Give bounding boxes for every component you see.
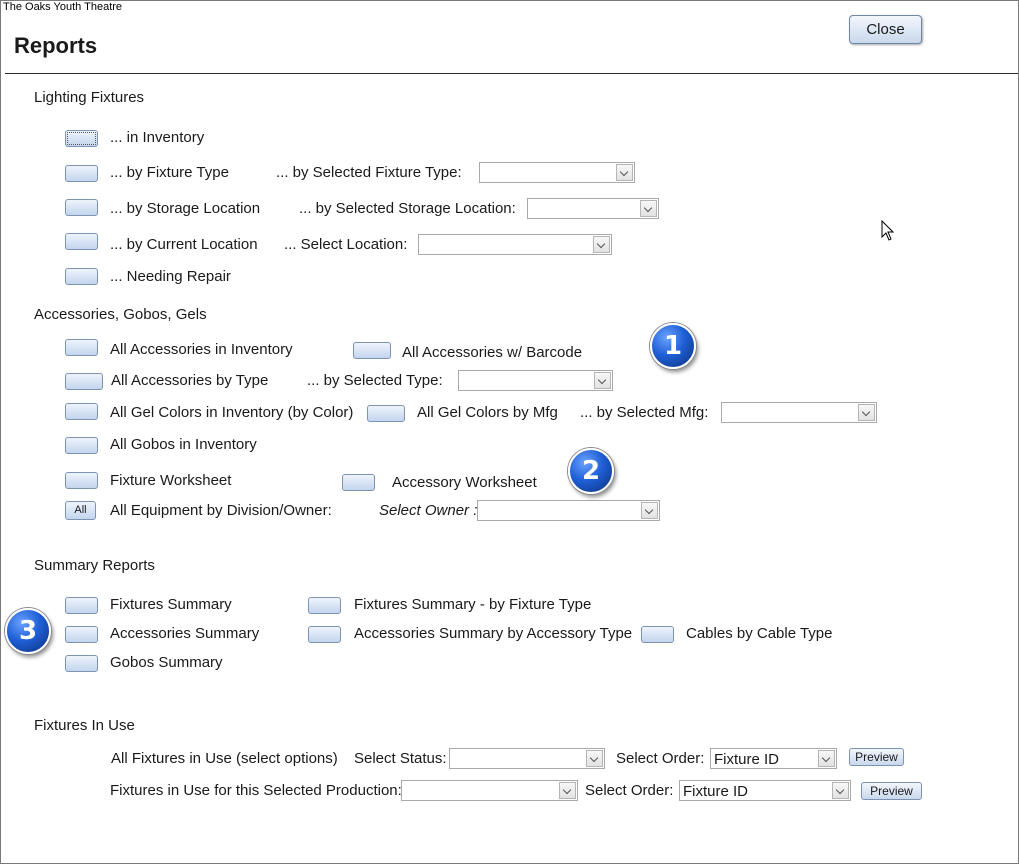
chevron-down-icon[interactable] [641,502,658,519]
gel-colors-by-mfg-label: All Gel Colors by Mfg [417,404,558,421]
by-fixture-type-button[interactable] [65,165,98,182]
gobos-summary-button[interactable] [65,655,98,672]
by-fixture-type-label: ... by Fixture Type [110,164,229,181]
close-button[interactable]: Close [849,15,922,44]
fixtures-summary-by-type-label: Fixtures Summary - by Fixture Type [354,596,592,613]
mouse-cursor-icon [881,220,895,241]
needing-repair-label: ... Needing Repair [110,268,231,285]
in-inventory-label: ... in Inventory [110,129,205,146]
selected-storage-location-label: ... by Selected Storage Location: [299,200,516,217]
chevron-down-icon[interactable] [818,750,835,767]
production-select[interactable] [401,780,578,801]
by-storage-location-label: ... by Storage Location [110,200,261,217]
page-title: Reports [14,33,98,58]
status-select[interactable] [449,748,605,769]
gel-colors-by-mfg-button[interactable] [367,405,405,422]
fixtures-summary-button[interactable] [65,597,98,614]
all-equipment-button[interactable]: All [65,501,96,520]
accessory-type-select[interactable] [458,370,613,391]
all-fixtures-in-use-label: All Fixtures in Use (select options) [111,750,338,767]
gobos-inventory-label: All Gobos in Inventory [110,436,257,453]
by-current-location-button[interactable] [65,233,98,250]
select-location-label: ... Select Location: [284,236,408,253]
all-accessories-barcode-label: All Accessories w/ Barcode [402,344,583,361]
select-status-label: Select Status: [354,750,447,767]
chevron-down-icon[interactable] [559,782,576,799]
order-select-1-value: Fixture ID [714,751,780,768]
chevron-down-icon[interactable] [832,782,849,799]
all-equipment-label: All Equipment by Division/Owner: [110,502,332,519]
chevron-down-icon[interactable] [858,404,875,421]
fixtures-summary-label: Fixtures Summary [110,596,232,613]
cables-by-type-label: Cables by Cable Type [686,625,833,642]
annotation-badge-3: 3 [5,608,51,654]
chevron-down-icon[interactable] [594,372,611,389]
select-order-label-2: Select Order: [585,782,674,799]
current-location-select[interactable] [418,234,612,255]
all-accessories-barcode-button[interactable] [353,342,391,359]
selected-type-label: ... by Selected Type: [307,372,443,389]
chevron-down-icon[interactable] [586,750,603,767]
lighting-fixtures-heading: Lighting Fixtures [34,89,145,106]
accessories-summary-button[interactable] [65,626,98,643]
gobos-inventory-button[interactable] [65,437,98,454]
fixture-worksheet-button[interactable] [65,472,98,489]
accessory-worksheet-button[interactable] [342,474,375,491]
accessories-summary-label: Accessories Summary [110,625,260,642]
preview-button-1[interactable]: Preview [849,748,904,766]
all-accessories-inventory-button[interactable] [65,339,98,356]
selected-fixture-type-label: ... by Selected Fixture Type: [276,164,462,181]
app-title: The Oaks Youth Theatre [3,1,123,13]
gel-colors-inventory-label: All Gel Colors in Inventory (by Color) [110,404,354,421]
accessories-summary-by-type-label: Accessories Summary by Accessory Type [354,625,633,642]
preview-button-2[interactable]: Preview [861,782,922,800]
select-order-label-1: Select Order: [616,750,705,767]
summary-reports-heading: Summary Reports [34,557,155,574]
select-owner-label: Select Owner : [379,502,478,519]
in-inventory-button[interactable] [65,130,98,147]
accessories-heading: Accessories, Gobos, Gels [34,306,207,323]
annotation-badge-2: 2 [568,448,614,494]
order-select-2-value: Fixture ID [683,783,749,800]
all-accessories-inventory-label: All Accessories in Inventory [110,341,293,358]
annotation-badge-1: 1 [650,323,696,369]
needing-repair-button[interactable] [65,268,98,285]
gobos-summary-label: Gobos Summary [110,654,223,671]
selected-mfg-label: ... by Selected Mfg: [580,404,709,421]
fixture-worksheet-label: Fixture Worksheet [110,472,232,489]
order-select-1[interactable]: Fixture ID [710,748,837,769]
fixtures-in-use-heading: Fixtures In Use [34,717,135,734]
chevron-down-icon[interactable] [593,236,610,253]
header-divider [5,73,1018,74]
all-accessories-by-type-label: All Accessories by Type [111,372,269,389]
cables-by-type-button[interactable] [641,626,674,643]
accessories-summary-by-type-button[interactable] [308,626,341,643]
fixture-type-select[interactable] [479,162,635,183]
mfg-select[interactable] [721,402,877,423]
fixtures-by-production-label: Fixtures in Use for this Selected Produc… [110,782,402,799]
chevron-down-icon[interactable] [616,164,633,181]
owner-select[interactable] [477,500,660,521]
by-storage-location-button[interactable] [65,199,98,216]
chevron-down-icon[interactable] [640,200,657,217]
accessory-worksheet-label: Accessory Worksheet [392,474,537,491]
order-select-2[interactable]: Fixture ID [679,780,851,801]
gel-colors-inventory-button[interactable] [65,403,98,420]
by-current-location-label: ... by Current Location [110,236,258,253]
all-accessories-by-type-button[interactable] [65,373,103,390]
storage-location-select[interactable] [527,198,659,219]
fixtures-summary-by-type-button[interactable] [308,597,341,614]
